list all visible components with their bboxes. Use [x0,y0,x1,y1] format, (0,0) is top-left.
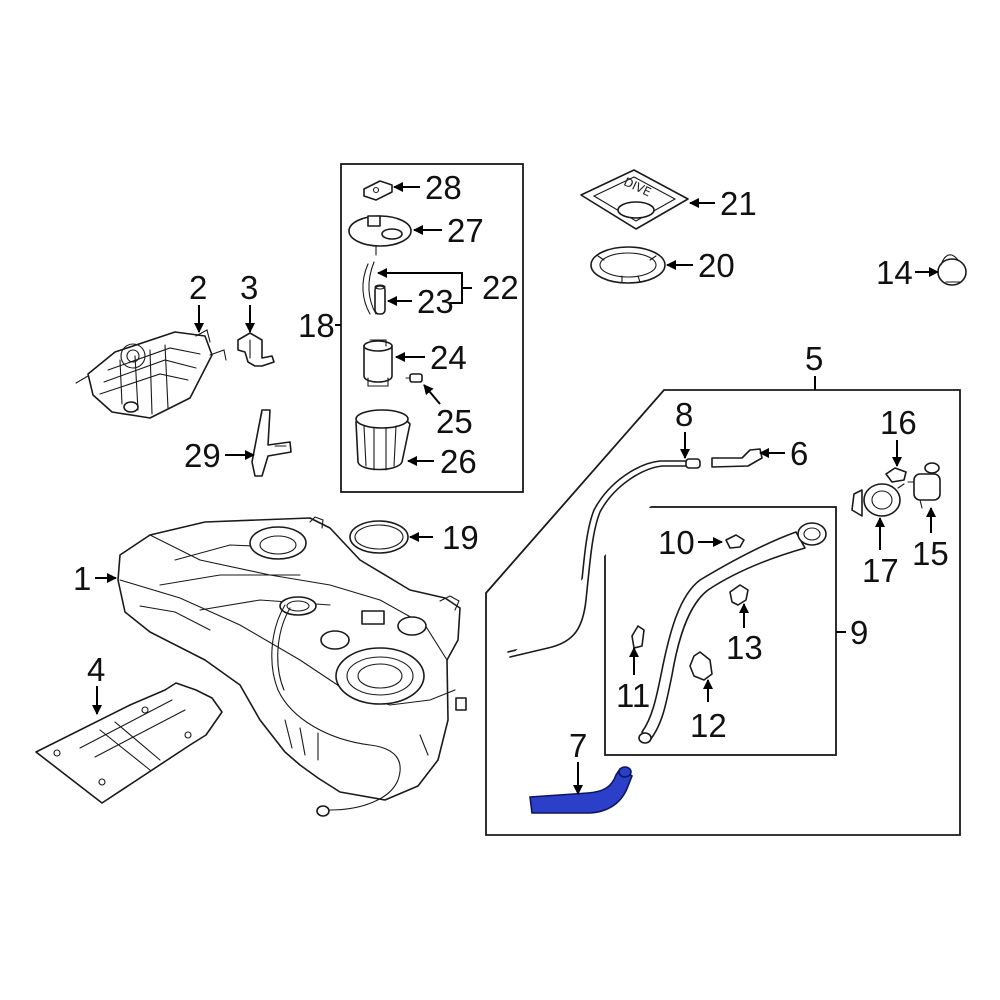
hose-connector[interactable] [885,467,907,483]
canister-valve[interactable] [237,332,275,367]
filler-pipe-group-frame [485,389,961,836]
callout-7: 7 [569,727,587,764]
clip-13[interactable] [729,584,749,606]
clip-10[interactable] [725,534,745,549]
callout-10: 10 [658,524,695,561]
callout-6: 6 [790,435,808,472]
callout-16: 16 [880,404,917,441]
callout-numbers: 1 2 3 4 5 6 7 8 9 10 11 12 13 14 15 16 1… [73,169,949,764]
leader-25 [423,384,441,405]
callout-5: 5 [805,340,823,377]
clip-12[interactable] [689,651,713,681]
pump-flange[interactable] [348,215,412,256]
lock-ring[interactable] [590,246,666,284]
level-sender[interactable] [362,261,377,315]
heat-shield[interactable] [35,682,223,804]
callout-2: 2 [189,269,207,306]
callout-4: 4 [87,651,105,688]
vent-hose[interactable] [711,448,763,468]
callout-23: 23 [417,283,454,320]
callout-3: 3 [240,269,258,306]
leader-lines [92,182,939,795]
callout-26: 26 [440,443,477,480]
callout-22: 22 [482,269,519,306]
callout-15: 15 [912,535,949,572]
callout-17: 17 [862,552,899,589]
pump-clip[interactable] [363,180,393,201]
vent-tube[interactable] [507,458,701,658]
access-cover[interactable]: DIVE [580,169,689,230]
filler-neck[interactable] [638,522,827,744]
fuel-pump-group-frame [340,163,524,493]
pump-connector[interactable] [405,373,423,383]
pump-gasket[interactable] [349,520,409,554]
callout-29: 29 [184,437,221,474]
fuel-cap[interactable] [937,254,967,286]
callout-21: 21 [720,185,757,222]
callout-18: 18 [298,307,335,344]
callout-20: 20 [698,247,735,284]
callout-24: 24 [430,339,467,376]
pump-filter[interactable] [374,284,386,315]
clip-11[interactable] [631,625,645,649]
check-valve[interactable] [907,462,941,509]
callout-27: 27 [447,212,484,249]
callout-11: 11 [616,677,650,714]
fuel-tank[interactable] [117,516,467,817]
callout-25: 25 [436,403,473,440]
pump-reservoir[interactable] [355,409,411,471]
callout-1: 1 [73,560,91,597]
callout-13: 13 [726,629,763,666]
callout-14: 14 [876,254,913,291]
callout-12: 12 [690,707,727,744]
fuel-pump-motor[interactable] [363,339,393,387]
callout-19: 19 [442,519,479,556]
filler-hose-highlighted[interactable] [529,766,633,814]
callout-8: 8 [675,396,693,433]
bracket[interactable] [251,409,292,477]
callout-9: 9 [850,614,868,651]
leader-22 [380,272,472,304]
callout-28: 28 [425,169,462,206]
filler-housing[interactable] [851,483,905,517]
evap-canister[interactable] [75,329,227,419]
